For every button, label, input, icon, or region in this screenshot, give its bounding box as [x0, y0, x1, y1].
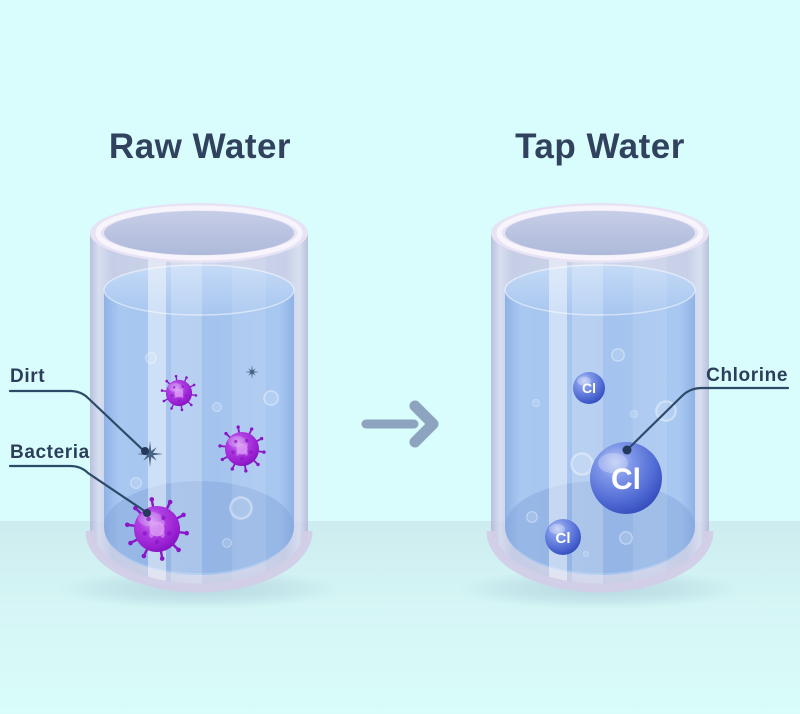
raw-water-contents — [123, 352, 279, 563]
dirt-label: Dirt — [10, 366, 46, 387]
bubble — [570, 452, 594, 476]
chlorine-leader-dot — [622, 445, 632, 455]
bubble — [619, 531, 633, 545]
leader-lines — [8, 386, 790, 514]
chlorine-sphere-large: Cl — [590, 442, 662, 514]
leader-dots — [141, 445, 632, 517]
bubble — [583, 551, 589, 557]
raw-water-title: Raw Water — [108, 127, 292, 166]
bacteria-leader-line — [8, 464, 148, 514]
chlorine-sphere-small-bottom: Cl — [545, 519, 581, 555]
bubble — [526, 511, 538, 523]
cl-symbol: Cl — [611, 463, 641, 496]
chlorine-sphere-small-top: Cl — [573, 372, 605, 404]
bubble — [145, 352, 157, 364]
tap-water-glass — [458, 203, 742, 609]
arrow-right-icon — [361, 400, 439, 448]
cl-symbol: Cl — [582, 380, 596, 396]
bubble — [212, 402, 222, 412]
chlorine-label: Chlorine — [706, 365, 788, 386]
tap-water-contents: Cl Cl Cl — [526, 348, 677, 557]
raw-water-glass — [57, 203, 341, 609]
bacteria-leader-dot — [143, 509, 151, 517]
tap-water-title: Tap Water — [515, 127, 685, 166]
dirt-leader-dot — [141, 447, 149, 455]
cl-symbol: Cl — [556, 530, 571, 547]
bubble — [263, 390, 279, 406]
bubble — [222, 538, 232, 548]
bubble — [630, 410, 638, 418]
bubble — [130, 477, 142, 489]
dirt-leader-line — [8, 389, 146, 453]
bubble — [611, 348, 625, 362]
bacteria-label: Bacteria — [10, 442, 90, 463]
bubble — [532, 399, 540, 407]
bubble — [229, 496, 253, 520]
chlorine-leader-line — [626, 386, 790, 451]
